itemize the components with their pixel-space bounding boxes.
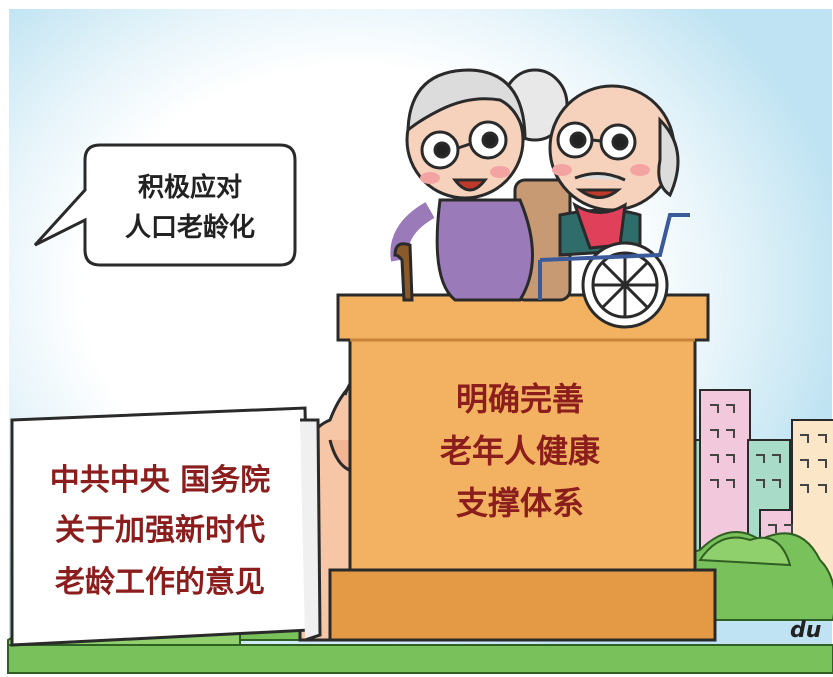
pedestal-text-line1: 明确完善 bbox=[456, 380, 584, 418]
bubble-text-line2: 人口老龄化 bbox=[125, 212, 255, 243]
elderly-woman-icon bbox=[390, 68, 534, 302]
artist-signature: du bbox=[790, 618, 821, 643]
pedestal-text-line2: 老年人健康 bbox=[440, 432, 601, 470]
document-title-line2: 关于加强新时代 bbox=[55, 513, 265, 548]
wheelchair-icon bbox=[538, 213, 690, 329]
walking-cane-icon bbox=[393, 242, 414, 302]
document: 中共中央 国务院 关于加强新时代 老龄工作的意见 bbox=[10, 406, 322, 647]
speech-bubble: 积极应对 人口老龄化 bbox=[33, 143, 297, 267]
pedestal: 明确完善 老年人健康 支撑体系 bbox=[328, 293, 717, 642]
bubble-text-line1: 积极应对 bbox=[138, 172, 242, 203]
ground bbox=[7, 644, 833, 674]
pedestal-text-line3: 支撑体系 bbox=[456, 484, 584, 522]
document-title-line1: 中共中央 国务院 bbox=[50, 463, 270, 498]
document-title-line3: 老龄工作的意见 bbox=[55, 565, 265, 600]
